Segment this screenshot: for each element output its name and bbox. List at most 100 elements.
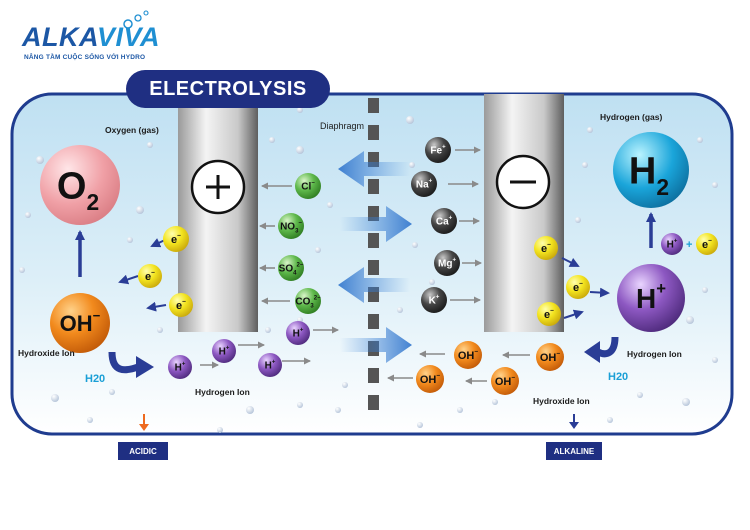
label-hydrogen-gas: Hydrogen (gas) — [600, 112, 663, 122]
anion-2-label: SO42− — [279, 263, 304, 277]
bubble-21 — [406, 116, 414, 124]
bubble-0 — [36, 156, 44, 164]
bubble-32 — [587, 127, 593, 133]
hydroxide-ion-big: OH− — [50, 293, 110, 353]
h2-molecule-label: H2 — [629, 151, 669, 200]
electron-3: e− — [534, 236, 558, 260]
anion-2: SO42− — [278, 255, 304, 281]
arrow-e-6 — [563, 309, 584, 320]
logo-bubbles-icon — [123, 10, 149, 29]
bubble-11 — [297, 107, 303, 113]
bubble-5 — [19, 267, 25, 273]
diaphragm-dash-7 — [368, 287, 379, 302]
bubble-26 — [397, 307, 403, 313]
hydrogen-ion-1-label: H+ — [219, 346, 230, 358]
gas-arrows — [75, 212, 656, 277]
cation-0-label: Fe+ — [430, 145, 446, 157]
logo-word-alka: ALKA — [22, 22, 97, 52]
diaphragm-dash-4 — [368, 206, 379, 221]
big-arrow-right-1 — [340, 206, 412, 242]
anion-0: Cl− — [295, 173, 321, 199]
hydroxide-ion-2: OH− — [491, 367, 519, 395]
bubble-8 — [109, 389, 115, 395]
alkaline-arrow-head — [569, 422, 579, 429]
cation-0: Fe+ — [425, 137, 451, 163]
logo-word-viva: VIVA — [96, 22, 160, 52]
label-oxygen-gas: Oxygen (gas) — [105, 125, 159, 135]
diaphragm-dash-3 — [368, 179, 379, 194]
hydroxide-ion-2-label: OH− — [495, 374, 516, 388]
electron-1: e− — [138, 264, 162, 288]
bubble-19 — [246, 406, 254, 414]
diaphragm-dash-5 — [368, 233, 379, 248]
electron-2-label: e− — [176, 298, 186, 312]
bubble-37 — [702, 287, 708, 293]
hydrogen-ion-big: H+ — [617, 264, 685, 332]
bubble-7 — [87, 417, 93, 423]
bubble-31 — [342, 382, 348, 388]
bubble-27 — [457, 407, 463, 413]
curved-arrow-right-body — [596, 336, 619, 358]
electron-0-label: e− — [171, 232, 181, 246]
bubble-36 — [712, 182, 718, 188]
hydroxide-ion-1-label: OH− — [458, 348, 479, 362]
bubble-39 — [637, 392, 643, 398]
electron-0: e− — [163, 226, 189, 252]
arrow-e-4 — [561, 257, 580, 267]
water-bubbles — [19, 107, 718, 433]
label-h2o-left: H20 — [85, 373, 105, 385]
hydrogen-ion-small-right-label: H+ — [667, 239, 678, 251]
hydroxide-ion-1: OH− — [454, 341, 482, 369]
cation-2-label: Ca+ — [436, 216, 453, 228]
cation-1: Na+ — [411, 171, 437, 197]
ion-particles: O2H2OH−H+e−e−e−e−e−e−e−H+Cl−NO3−SO42−CO3… — [40, 132, 718, 395]
hydrogen-ion-1: H+ — [212, 339, 236, 363]
hydrogen-ion-3-label: H+ — [293, 328, 304, 340]
curved-arrow-left-head — [136, 356, 154, 378]
acidic-badge: ACIDIC — [118, 442, 168, 460]
hydrogen-ion-0-label: H+ — [175, 362, 186, 374]
electron-4: e− — [566, 275, 590, 299]
bubble-18 — [297, 402, 303, 408]
hydrogen-ion-0: H+ — [168, 355, 192, 379]
diaphragm-membrane — [368, 98, 379, 410]
anion-1: NO3− — [278, 213, 304, 239]
label-diaphragm: Diaphragm — [320, 121, 364, 131]
bubble-41 — [712, 357, 718, 363]
electron-5: e− — [537, 302, 561, 326]
diaphragm-dash-0 — [368, 98, 379, 113]
anion-1-label: NO3− — [280, 221, 302, 235]
bubble-30 — [335, 407, 341, 413]
anion-0-label: Cl− — [301, 181, 315, 193]
electron-4-label: e− — [573, 280, 583, 294]
bubble-4 — [127, 237, 133, 243]
bubble-2 — [147, 142, 153, 148]
hydroxide-ion-0-label: OH− — [540, 350, 561, 364]
bubble-24 — [412, 242, 418, 248]
ion-flow-arrows — [200, 146, 530, 385]
label-h2o-right: H20 — [608, 371, 628, 383]
logo-wordmark: ALKAVIVA — [22, 22, 160, 53]
bubble-42 — [607, 417, 613, 423]
bubble-35 — [697, 137, 703, 143]
bubble-20 — [217, 427, 223, 433]
electron-5-label: e− — [544, 307, 554, 321]
diaphragm-dash-8 — [368, 314, 379, 329]
bubble-12 — [296, 146, 304, 154]
bubble-6 — [51, 394, 59, 402]
brand-logo: ALKAVIVA NÂNG TẦM CUỘC SỐNG VỚI HYDRO — [22, 10, 182, 66]
label-hydroxide-ion-left: Hydroxide Ion — [18, 348, 75, 358]
logo-tagline: NÂNG TẦM CUỘC SỐNG VỚI HYDRO — [24, 54, 146, 61]
hydrogen-ion-small-right: H+ — [661, 233, 683, 255]
title-banner: ELECTROLYSIS — [126, 70, 330, 108]
big-arrow-left-1 — [338, 151, 410, 187]
electron-2: e− — [169, 293, 193, 317]
cation-2: Ca+ — [431, 208, 457, 234]
bubble-15 — [315, 247, 321, 253]
diaphragm-dash-6 — [368, 260, 379, 275]
acidic-arrow-head — [139, 424, 149, 431]
electron-6: e− — [696, 233, 718, 255]
diaphragm-dash-10 — [368, 368, 379, 383]
label-hydroxide-ion-right: Hydroxide Ion — [533, 396, 590, 406]
